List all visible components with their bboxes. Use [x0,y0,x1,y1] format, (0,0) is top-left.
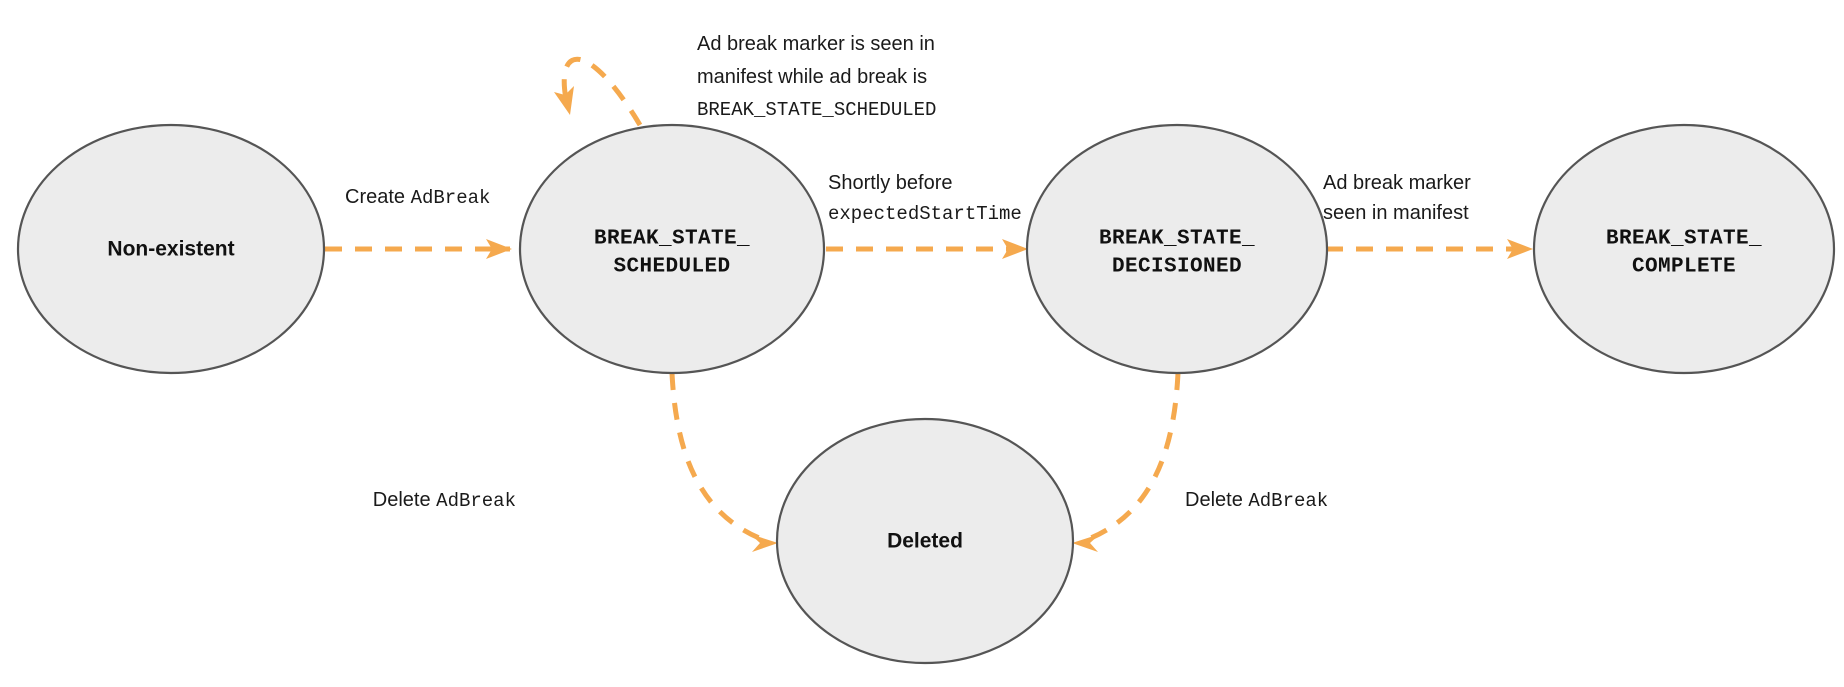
node-break-state-decisioned-label-line1: BREAK_STATE_ [1099,228,1255,251]
node-deleted-label: Deleted [887,530,963,553]
edge-create-adbreak-arrowhead [486,239,512,259]
edge-label-shortly-before-line2: expectedStartTime [828,203,1022,225]
edge-delete-scheduled-arrowhead [750,534,778,552]
node-deleted-shape[interactable] [775,417,1075,665]
node-break-state-decisioned-shape[interactable] [1025,123,1329,375]
edge-delete-decisioned-path [1085,372,1181,543]
node-non-existent-label: Non-existent [107,238,234,261]
node-break-state-scheduled-label-line2: SCHEDULED [613,256,730,279]
edge-delete-decisioned-arrowhead [1072,534,1100,552]
edge-shortly-before-arrowhead [1002,239,1028,259]
node-break-state-scheduled-label-line1: BREAK_STATE_ [594,228,750,251]
edge-label-marker-seen-line2: seen in manifest [1323,202,1469,224]
edge-label-self-loop-line3: BREAK_STATE_SCHEDULED [697,99,936,121]
edge-label-marker-seen-line1: Ad break marker [1323,172,1471,194]
node-break-state-complete-label-line2: COMPLETE [1632,256,1736,279]
node-break-state-complete[interactable]: BREAK_STATE_ COMPLETE [1532,123,1836,375]
node-break-state-decisioned[interactable]: BREAK_STATE_ DECISIONED [1025,123,1329,375]
edge-label-delete-from-decisioned: Delete AdBreak [1185,489,1328,512]
edge-self-loop-path [561,56,643,127]
node-break-state-decisioned-label-line2: DECISIONED [1112,256,1242,279]
edge-label-create-adbreak: Create AdBreak [345,186,490,209]
node-non-existent-shape[interactable] [16,123,326,375]
edge-label-shortly-before-line1: Shortly before [828,172,953,194]
edge-shortly-before [826,239,1028,259]
node-break-state-scheduled-shape[interactable] [518,123,826,375]
node-break-state-complete-shape[interactable] [1532,123,1836,375]
node-break-state-scheduled[interactable]: BREAK_STATE_ SCHEDULED [518,123,826,375]
edge-create-adbreak [325,239,512,259]
node-break-state-complete-label-line1: BREAK_STATE_ [1606,228,1762,251]
node-non-existent[interactable]: Non-existent [16,123,326,375]
edge-marker-seen-arrowhead [1507,239,1533,259]
edge-self-loop-marker-seen [554,56,643,127]
edge-marker-seen-in-manifest [1326,239,1533,259]
edge-delete-scheduled-path [669,372,765,543]
edge-delete-adbreak-from-scheduled [669,372,778,552]
edge-label-delete-from-scheduled: Delete AdBreak [373,489,516,512]
edge-self-loop-arrowhead [554,86,574,115]
edge-label-self-loop-line2: manifest while ad break is [697,66,927,88]
edge-delete-adbreak-from-decisioned [1072,372,1181,552]
node-deleted[interactable]: Deleted [775,417,1075,665]
edge-label-self-loop-line1: Ad break marker is seen in [697,33,935,55]
